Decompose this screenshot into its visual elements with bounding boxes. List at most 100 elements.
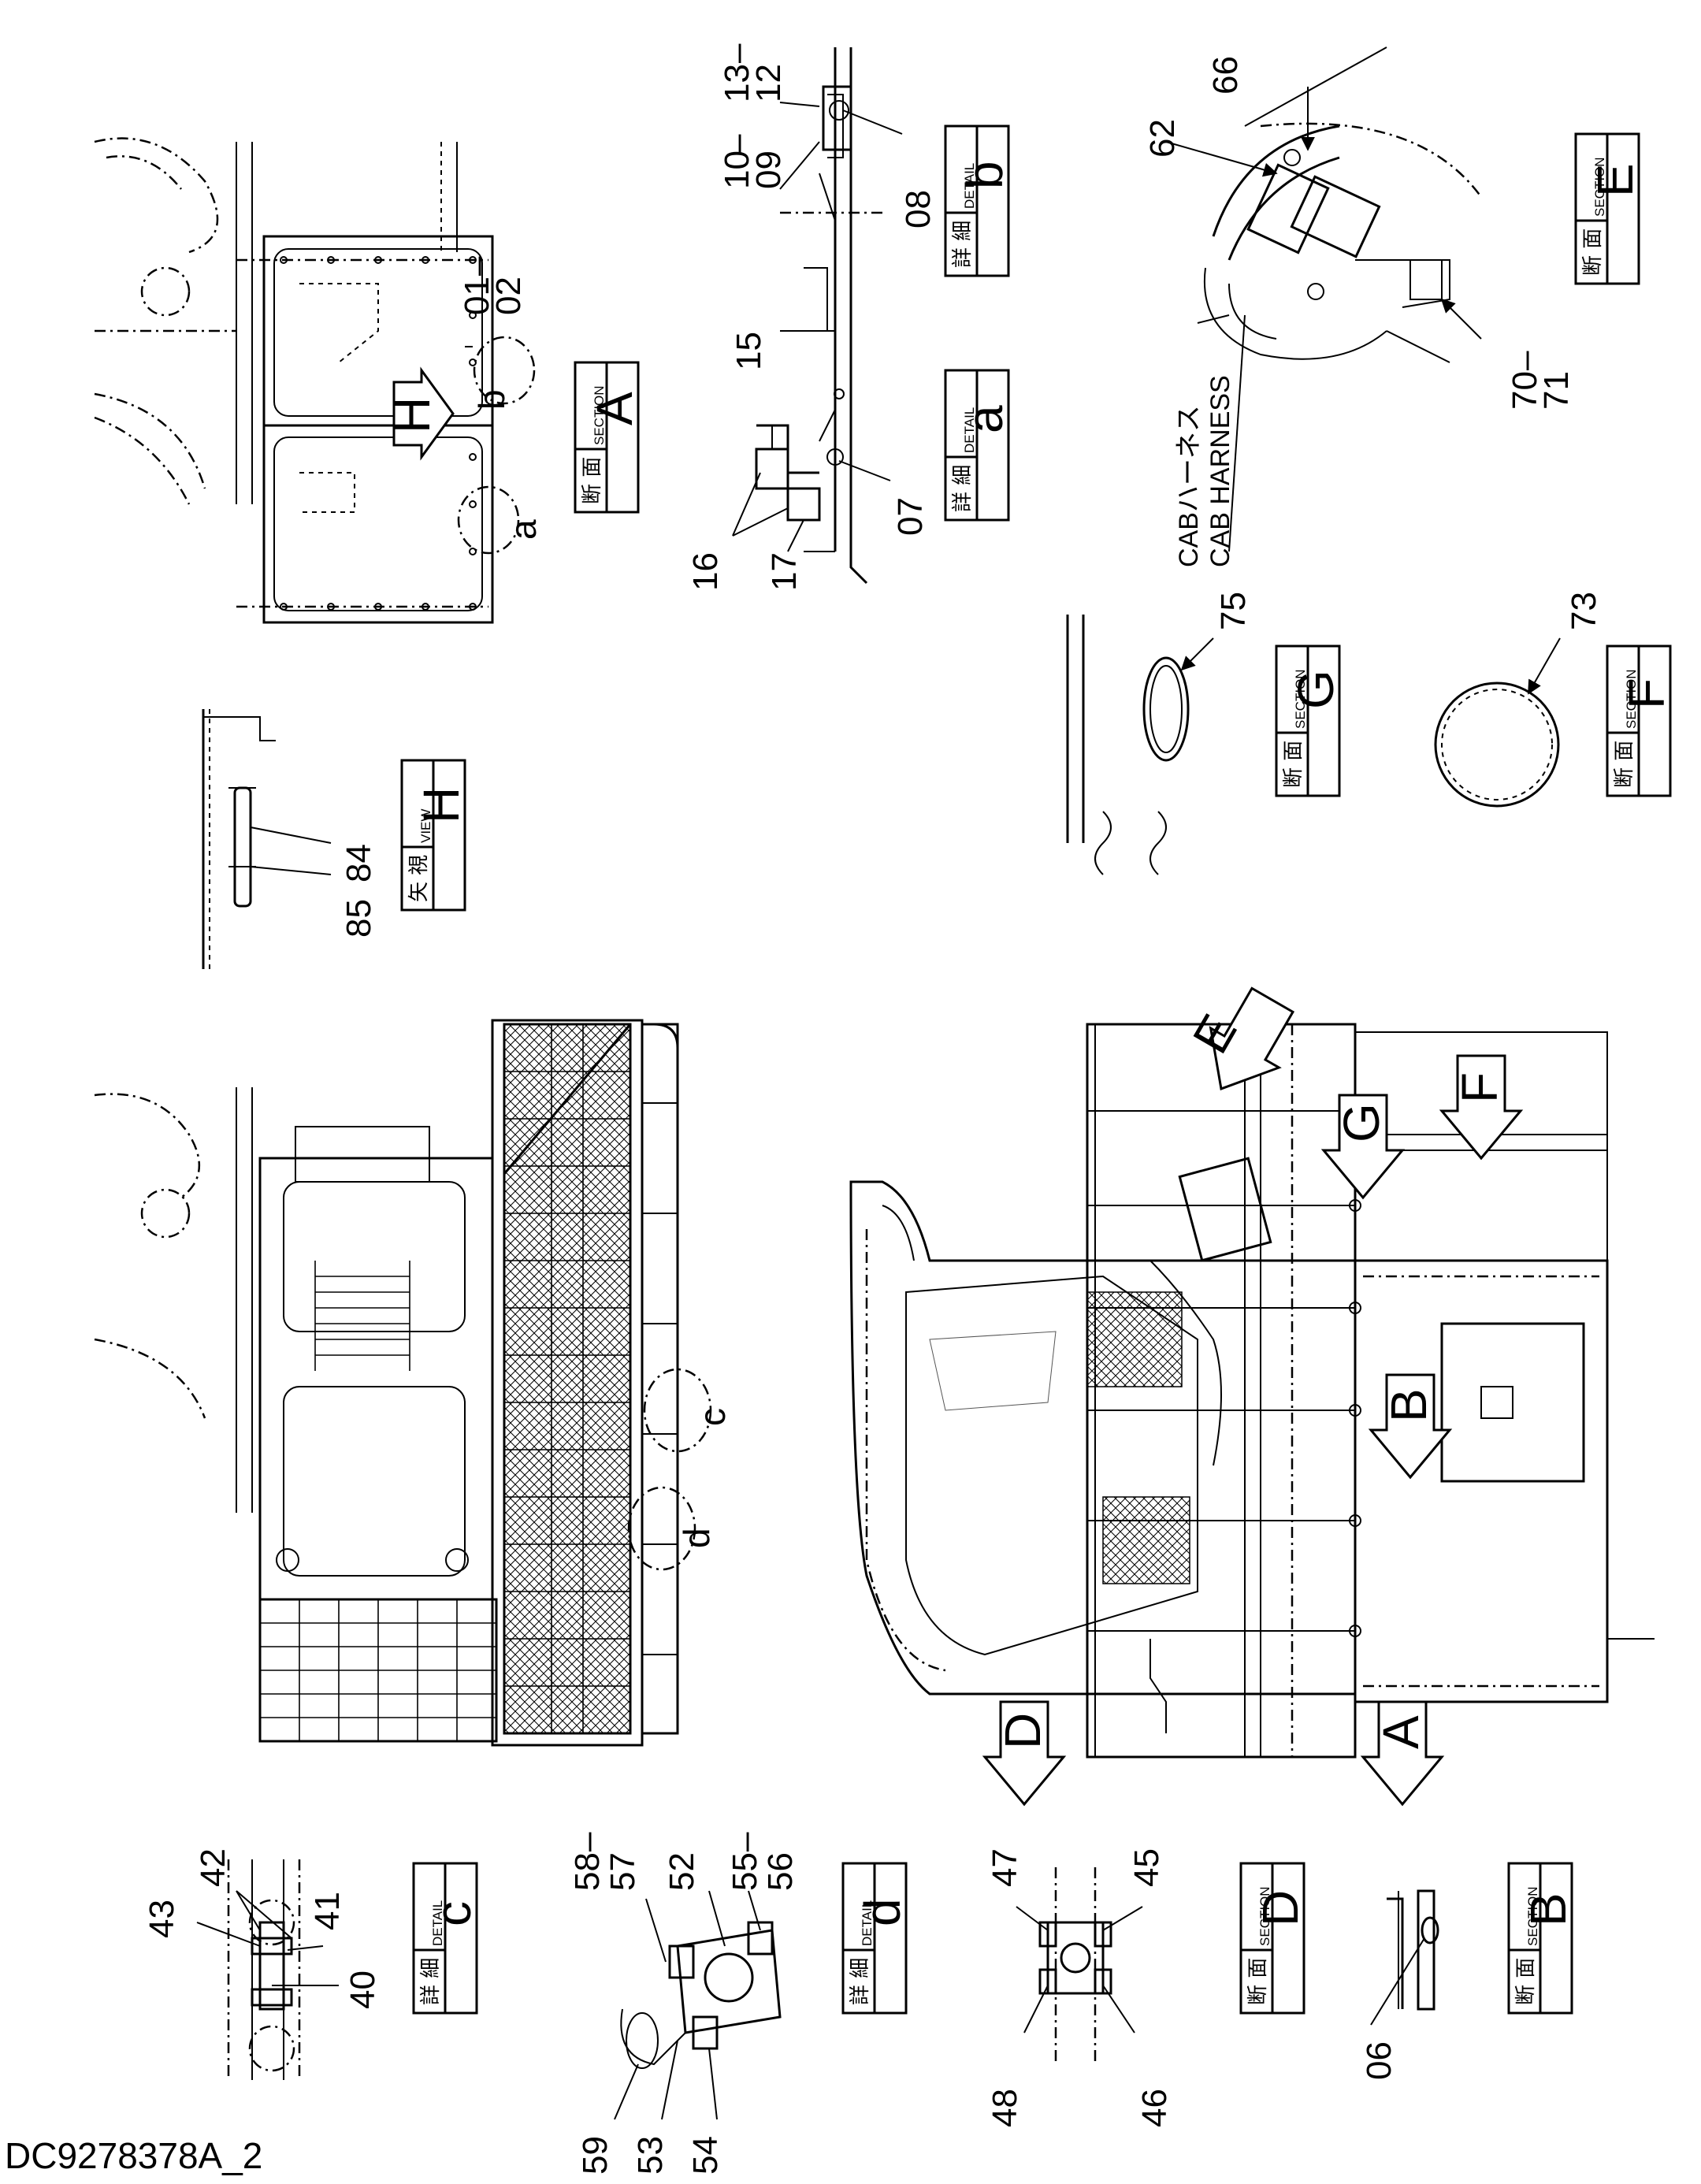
detail-b-box: 詳 細 DETAIL b <box>944 124 1013 277</box>
svg-text:01: 01 <box>458 277 496 315</box>
detail-d-drawing: 59 53 54 58 – 57 52 55 – 56 <box>568 1832 800 2175</box>
svg-text:–: – <box>458 256 496 276</box>
svg-text:SECTION: SECTION <box>1257 1886 1272 1946</box>
view-arrow-h: H <box>384 366 455 461</box>
view-arrow-e: E <box>1182 986 1295 1090</box>
svg-text:矢 視: 矢 視 <box>407 855 431 902</box>
svg-text:SECTION: SECTION <box>592 385 607 445</box>
detail-circle-b-label: b <box>471 389 512 410</box>
detail-d-box: 詳 細 DETAIL d <box>841 1862 911 2015</box>
detail-circle-a-label: a <box>503 519 544 540</box>
svg-text:–: – <box>718 134 756 154</box>
svg-text:断 面: 断 面 <box>1246 1958 1270 2005</box>
svg-text:F: F <box>1451 1072 1508 1103</box>
svg-text:52: 52 <box>663 1852 701 1891</box>
svg-text:B: B <box>1380 1388 1437 1422</box>
svg-text:詳 細: 詳 細 <box>849 1958 872 2005</box>
svg-text:54: 54 <box>686 2136 725 2175</box>
svg-text:71: 71 <box>1537 371 1576 410</box>
svg-text:09: 09 <box>749 150 788 189</box>
svg-text:SECTION: SECTION <box>1525 1886 1540 1946</box>
svg-text:48: 48 <box>986 2089 1024 2127</box>
svg-text:47: 47 <box>986 1848 1024 1887</box>
main-top-view: c d <box>94 1019 733 1747</box>
svg-text:断 面: 断 面 <box>1282 741 1305 788</box>
svg-text:G: G <box>1333 1103 1390 1142</box>
detail-c-drawing: 43 42 41 40 <box>143 1848 382 2080</box>
section-g-drawing: 75 <box>1066 592 1253 875</box>
svg-text:VIEW: VIEW <box>418 809 433 843</box>
svg-text:84: 84 <box>340 844 378 882</box>
svg-text:–: – <box>726 1832 764 1852</box>
harness-label-jp: CABハーネス <box>1174 405 1204 567</box>
svg-text:E: E <box>1587 163 1643 197</box>
svg-text:a: a <box>956 405 1013 433</box>
harness-label-en: CAB HARNESS <box>1205 375 1235 567</box>
svg-text:断 面: 断 面 <box>1613 741 1636 788</box>
detail-circle-d-label: d <box>676 1528 717 1548</box>
detail-c-box: 詳 細 DETAIL c <box>412 1862 481 2015</box>
svg-text:56: 56 <box>761 1852 800 1891</box>
svg-text:断 面: 断 面 <box>1514 1958 1538 2005</box>
svg-text:66: 66 <box>1206 56 1245 95</box>
svg-text:53: 53 <box>631 2136 670 2175</box>
detail-a-box: 詳 細 DETAIL a <box>944 369 1013 522</box>
svg-text:57: 57 <box>604 1852 642 1891</box>
svg-text:G: G <box>1287 670 1344 709</box>
svg-text:58: 58 <box>568 1852 607 1891</box>
view-arrow-f: F <box>1439 1054 1524 1161</box>
view-h-drawing: 85 84 <box>202 709 378 969</box>
svg-text:41: 41 <box>308 1892 347 1930</box>
svg-text:D: D <box>994 1713 1051 1749</box>
svg-text:55: 55 <box>726 1852 764 1891</box>
section-a-drawing: b a H 01 – 02 <box>94 137 544 624</box>
section-e-drawing <box>1165 46 1483 552</box>
svg-text:59: 59 <box>576 2136 615 2175</box>
svg-text:F: F <box>1618 678 1675 709</box>
section-e-labels: 62 66 70 – 71 CABハーネス CAB HARNESS <box>1143 56 1576 567</box>
svg-text:–: – <box>718 43 756 63</box>
view-h-box: 矢 視 VIEW H <box>400 759 470 912</box>
section-d-drawing: 47 45 48 46 <box>986 1848 1174 2127</box>
svg-text:d: d <box>854 1898 911 1926</box>
svg-text:DETAIL: DETAIL <box>430 1900 445 1946</box>
section-d-box: 断 面 SECTION D <box>1239 1862 1309 2015</box>
svg-text:85: 85 <box>340 899 378 938</box>
svg-text:10: 10 <box>718 150 756 189</box>
section-f-drawing: 73 <box>1434 592 1603 808</box>
view-arrow-a: A <box>1360 1700 1445 1807</box>
svg-text:15: 15 <box>730 332 768 370</box>
svg-text:b: b <box>956 161 1013 189</box>
section-b-box: 断 面 SECTION B <box>1507 1862 1577 2015</box>
svg-text:B: B <box>1520 1892 1577 1926</box>
svg-text:詳 細: 詳 細 <box>419 1958 443 2005</box>
svg-text:H: H <box>384 397 440 433</box>
svg-text:D: D <box>1252 1890 1309 1926</box>
svg-text:07: 07 <box>891 497 930 536</box>
svg-text:–: – <box>1506 351 1544 370</box>
svg-text:13: 13 <box>718 64 756 102</box>
svg-text:–: – <box>568 1832 607 1852</box>
svg-text:SECTION: SECTION <box>1293 669 1308 729</box>
svg-text:02: 02 <box>489 277 528 315</box>
svg-text:A: A <box>1372 1715 1429 1749</box>
svg-text:断 面: 断 面 <box>581 457 604 504</box>
view-arrow-d: D <box>982 1700 1067 1807</box>
section-g-box: 断 面 SECTION G <box>1275 644 1344 797</box>
detail-circle-c-label: c <box>692 1408 733 1426</box>
view-arrow-b: B <box>1368 1373 1453 1480</box>
svg-text:45: 45 <box>1127 1848 1166 1887</box>
svg-text:43: 43 <box>143 1900 181 1938</box>
section-f-box: 断 面 SECTION F <box>1606 644 1675 797</box>
view-arrow-g: G <box>1320 1094 1406 1200</box>
detail-ab-labels: 13 – 12 10 – 09 08 15 07 16 17 <box>686 43 938 591</box>
svg-text:62: 62 <box>1143 119 1182 158</box>
svg-text:断 面: 断 面 <box>1581 228 1605 276</box>
svg-text:46: 46 <box>1135 2089 1174 2127</box>
svg-text:DETAIL: DETAIL <box>962 163 977 209</box>
svg-text:75: 75 <box>1214 592 1253 630</box>
svg-text:SECTION: SECTION <box>1624 669 1639 729</box>
svg-text:70: 70 <box>1506 371 1544 410</box>
svg-text:16: 16 <box>686 552 725 591</box>
detail-ab-drawing <box>732 47 903 585</box>
